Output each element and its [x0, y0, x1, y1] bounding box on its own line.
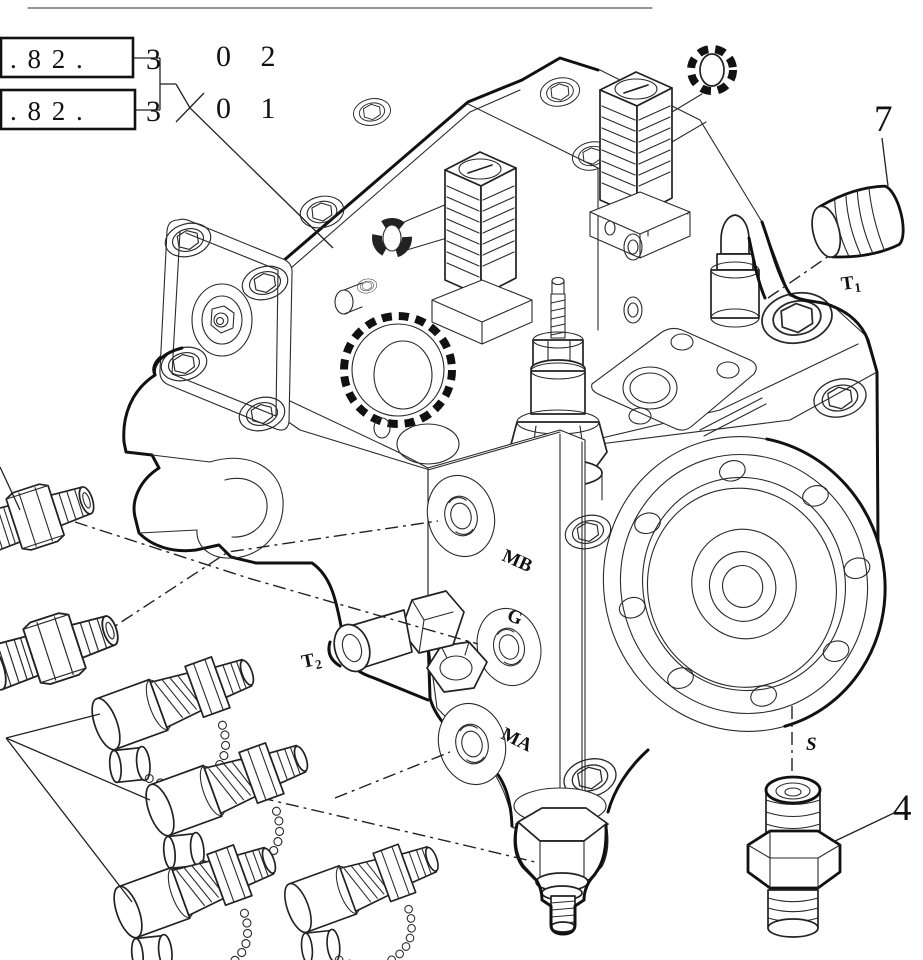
port-label-t2: T2: [300, 648, 324, 674]
callout-7: 7: [874, 99, 893, 140]
solenoid-connector-left: [372, 151, 533, 345]
ref-box-2-code: . 8 2 .: [10, 96, 85, 126]
top-gasket-plate: [591, 327, 767, 437]
ref-box-2: [0, 88, 137, 131]
callout-4: 4: [893, 788, 912, 829]
fitting-left-2: [0, 596, 128, 703]
solenoid-connector-right: [589, 45, 737, 259]
nipple-part-4: [746, 775, 842, 938]
valve-cartridge-t1: [710, 214, 767, 328]
pump-bottom-right-edge: [606, 748, 650, 814]
ref-1-sheet: 0 2: [216, 40, 287, 73]
end-cover-flange: [602, 436, 887, 732]
reference-tag-row1: . 8 2 . 3 0 2: [0, 36, 287, 79]
fitting-left-1: [0, 469, 103, 567]
fitting-t2: [327, 590, 465, 673]
leader-lines: [0, 57, 897, 903]
port-label-t1: T1: [840, 271, 862, 296]
test-coupler-4: [274, 832, 467, 960]
ref-2-sheet: 0 1: [216, 92, 287, 125]
bottom-valve: [513, 787, 609, 936]
ref-1-section: 3: [146, 43, 161, 76]
ref-2-section: 3: [146, 95, 161, 128]
port-label-s: S: [806, 734, 817, 755]
plug-part-7: [811, 184, 905, 259]
ref-box-1: [0, 36, 135, 79]
adjustment-knob: [340, 312, 460, 465]
ref-box-1-code: . 8 2 .: [10, 44, 85, 74]
reference-tag-row2: . 8 2 . 3 0 1: [0, 88, 287, 131]
port-label-g: G: [504, 605, 525, 630]
mounting-plate: [152, 217, 293, 437]
